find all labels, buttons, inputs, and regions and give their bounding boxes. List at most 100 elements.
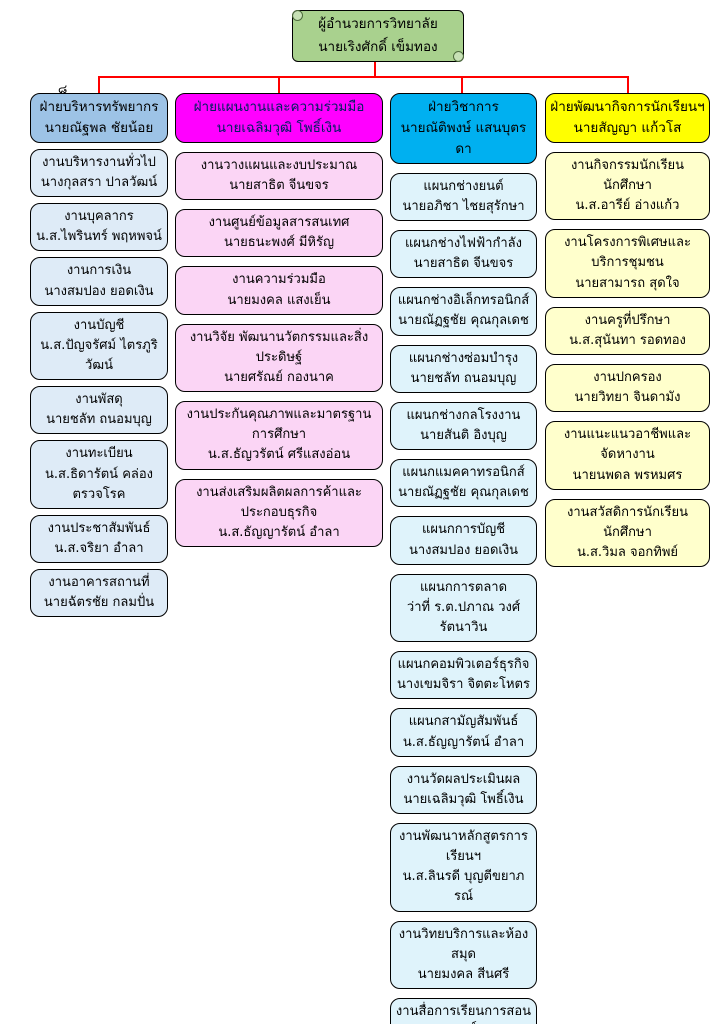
unit-head-name: น.ส.ลินรดี บุญตีขยาภรณ์: [402, 869, 525, 905]
unit-box: งานวิจัย พัฒนานวัตกรรมและสิ่งประดิษฐ์นาย…: [175, 323, 383, 393]
department-header-academic: ฝ่ายวิชาการนายณัติพงษ์ แสนบุตรดา: [390, 93, 537, 164]
unit-head-name: น.ส.ธิดารัตน์ คล่องตรวจโรค: [44, 466, 154, 502]
connector-column-stem: [98, 77, 100, 93]
column-administrative-resources: ฝ่ายบริหารทรัพยากรนายณัฐพล ชัยน้อยงานบริ…: [30, 93, 168, 618]
unit-head-name: นายสาธิต จีนขจร: [229, 177, 329, 193]
unit-title: งานครูที่ปรึกษา: [584, 312, 671, 328]
unit-head-name: น.ส.ไพรินทร์ พฤหพจน์: [36, 229, 162, 245]
unit-head-name: นายฉัตรชัย กลมปั่น: [43, 595, 155, 611]
director-banner: ผู้อำนวยการวิทยาลัย นายเริงศักดิ์ เข็มทอ…: [292, 10, 464, 62]
unit-box: แผนกช่างกลโรงงานนายสันติ อิงบุญ: [390, 401, 537, 451]
unit-title: แผนกช่างอิเล็กทรอนิกส์: [397, 293, 530, 309]
unit-box: งานประกันคุณภาพและมาตรฐานการศึกษาน.ส.ธัญ…: [175, 401, 383, 470]
unit-head-name: น.ส.ธัญญารัตน์ อำลา: [402, 734, 525, 750]
unit-box: งานบัญชีน.ส.ปัญจรัศม์ ไตรภูริวัฒน์: [30, 311, 168, 381]
unit-title: งานวัดผลประเมินผล: [406, 771, 521, 787]
unit-box: งานครูที่ปรึกษาน.ส.สุนันทา รอดทอง: [545, 306, 710, 355]
unit-head-name: ว่าที่ ร.ต.ปภาณ วงศ์รัตนาวิน: [406, 599, 521, 636]
unit-title: งานบัญชี: [73, 317, 125, 333]
unit-head-name: นายณัฏฐชัย คุณกุลเดช: [398, 485, 529, 501]
unit-head-name: นายมงคล แสงเย็น: [227, 292, 331, 308]
unit-box: งานศูนย์ข้อมูลสารสนเทศนายธนะพงศ์ มีหิรัญ: [175, 209, 383, 258]
unit-title: แผนกสามัญสัมพันธ์: [408, 714, 519, 730]
unit-box: แผนกการตลาดว่าที่ ร.ต.ปภาณ วงศ์รัตนาวิน: [390, 573, 537, 643]
director-title: ผู้อำนวยการวิทยาลัย: [318, 16, 438, 33]
unit-box: งานบุคลากรน.ส.ไพรินทร์ พฤหพจน์: [30, 203, 168, 252]
unit-head-name: น.ส.วิมล จอกทิพย์: [576, 544, 679, 560]
director-name: นายเริงศักดิ์ เข็มทอง: [318, 39, 438, 55]
unit-title: แผนกช่างกลโรงงาน: [406, 407, 521, 423]
unit-head-name: น.ส.ธัญวรัตน์ ศรีแสงอ่อน: [207, 447, 351, 463]
unit-box: แผนกช่างยนต์นายอภิชา ไชยสุรักษา: [390, 172, 537, 222]
column-academic: ฝ่ายวิชาการนายณัติพงษ์ แสนบุตรดาแผนกช่าง…: [390, 93, 537, 1024]
scroll-curl-icon: [292, 10, 303, 21]
unit-head-name: นายเฉลิมวุฒิ โพธิ์เงิน: [403, 791, 524, 807]
department-header-planning-cooperation: ฝ่ายแผนงานและความร่วมมือนายเฉลิมวุฒิ โพธ…: [175, 93, 383, 143]
unit-title: งานส่งเสริมผลิตผลการค้าและประกอบธุรกิจ: [196, 484, 362, 520]
unit-box: แผนกช่างไฟฟ้ากำลังนายสาธิต จีนขจร: [390, 230, 537, 279]
unit-head-name: น.ส.ธัญญารัตน์ อำลา: [218, 524, 340, 540]
unit-head-name: น.ส.สุนันทา รอดทอง: [569, 332, 686, 348]
unit-head-name: น.ส.อารีย์ อ่างแก้ว: [575, 198, 680, 214]
unit-box: งานปกครองนายวิทยา จินดามัง: [545, 363, 710, 413]
department-title: ฝ่ายวิชาการ: [428, 99, 499, 115]
connector-column-stem: [627, 77, 629, 93]
department-head-name: นายณัติพงษ์ แสนบุตรดา: [400, 119, 527, 157]
unit-box: แผนกแมคคาทรอนิกส์นายณัฏฐชัย คุณกุลเดช: [390, 459, 537, 508]
unit-head-name: นายอภิชา ไชยสุรักษา: [402, 198, 525, 214]
unit-box: งานวัดผลประเมินผลนายเฉลิมวุฒิ โพธิ์เงิน: [390, 765, 537, 814]
unit-box: งานอาคารสถานที่นายฉัตรชัย กลมปั่น: [30, 569, 168, 618]
unit-title: งานอาคารสถานที่: [48, 575, 150, 591]
unit-head-name: น.ส.จริยา อำลา: [54, 540, 144, 556]
unit-title: งานวิทยบริการและห้องสมุด: [398, 926, 529, 962]
department-title: ฝ่ายพัฒนากิจการนักเรียนฯ: [550, 99, 705, 115]
connector-column-stem: [461, 77, 463, 93]
column-student-affairs: ฝ่ายพัฒนากิจการนักเรียนฯนายสัญญา แก้วโสง…: [545, 93, 710, 568]
department-head-name: นายณัฐพล ชัยน้อย: [44, 119, 154, 136]
unit-title: แผนกช่างไฟฟ้ากำลัง: [405, 236, 522, 252]
department-title: ฝ่ายบริหารทรัพยากร: [39, 99, 159, 115]
unit-title: งานทะเบียน: [65, 446, 133, 462]
unit-box: งานส่งเสริมผลิตผลการค้าและประกอบธุรกิจน.…: [175, 478, 383, 547]
unit-box: งานการเงินนางสมปอง ยอดเงิน: [30, 257, 168, 306]
unit-head-name: นายชลัท ถนอมบุญ: [46, 412, 152, 428]
unit-title: งานศูนย์ข้อมูลสารสนเทศ: [208, 215, 350, 231]
unit-title: งานโครงการพิเศษและบริการชุมชน: [564, 235, 691, 271]
unit-title: งานการเงิน: [66, 263, 132, 279]
scroll-curl-icon: [453, 51, 464, 62]
unit-title: งานวิจัย พัฒนานวัตกรรมและสิ่งประดิษฐ์: [189, 329, 369, 365]
unit-box: งานโครงการพิเศษและบริการชุมชนนายสามารถ ส…: [545, 229, 710, 298]
unit-title: แผนกการตลาด: [419, 579, 508, 595]
unit-head-name: นางกุลสรา ปาลวัฒน์: [40, 174, 158, 190]
unit-title: แผนกช่างยนต์: [423, 178, 504, 194]
unit-head-name: นายวิทยา จินดามัง: [574, 390, 681, 406]
unit-title: งานพัสดุ: [75, 392, 123, 408]
unit-box: แผนกคอมพิวเตอร์ธุรกิจนางเขมจิรา จิตตะโหต…: [390, 651, 537, 700]
unit-box: งานกิจกรรมนักเรียน นักศึกษาน.ส.อารีย์ อ่…: [545, 151, 710, 221]
unit-box: งานวิทยบริการและห้องสมุดนายมงคล สีนศรี: [390, 920, 537, 989]
unit-head-name: นายสาธิต จีนขจร: [413, 256, 514, 272]
unit-title: งานบริหารงานทั่วไป: [42, 154, 156, 170]
unit-head-name: นางเขมจิรา จิตตะโหตร: [397, 677, 530, 693]
page-number-marker: ๘: [58, 82, 68, 96]
unit-head-name: นายนพดล พรหมศร: [572, 467, 683, 483]
unit-box: แผนกช่างอิเล็กทรอนิกส์นายณัฏฐชัย คุณกุลเ…: [390, 287, 537, 336]
unit-title: งานสวัสดิการนักเรียน นักศึกษา: [567, 504, 688, 540]
unit-head-name: นายมงคล สีนศรี: [417, 966, 510, 982]
unit-title: งานบุคลากร: [64, 209, 134, 225]
unit-head-name: นายศรัณย์ กองนาค: [224, 369, 334, 385]
column-planning-cooperation: ฝ่ายแผนงานและความร่วมมือนายเฉลิมวุฒิ โพธ…: [175, 93, 383, 547]
unit-title: งานประกันคุณภาพและมาตรฐานการศึกษา: [186, 407, 372, 443]
unit-head-name: นายธนะพงศ์ มีหิรัญ: [223, 235, 335, 251]
unit-title: งานความร่วมมือ: [232, 272, 326, 288]
connector-column-stem: [278, 77, 280, 93]
unit-head-name: นายสามารถ สุดใจ: [575, 275, 680, 291]
unit-title: แผนกคอมพิวเตอร์ธุรกิจ: [397, 657, 530, 673]
unit-head-name: นางสมปอง ยอดเงิน: [408, 542, 519, 558]
unit-title: งานประชาสัมพันธ์: [47, 520, 151, 536]
unit-head-name: นายชลัท ถนอมบุญ: [410, 370, 517, 386]
unit-title: แผนกช่างซ่อมบำรุง: [408, 350, 519, 366]
unit-box: แผนกสามัญสัมพันธ์น.ส.ธัญญารัตน์ อำลา: [390, 708, 537, 757]
unit-title: แผนกแมคคาทรอนิกส์: [402, 465, 525, 481]
unit-box: งานวางแผนและงบประมาณนายสาธิต จีนขจร: [175, 151, 383, 201]
